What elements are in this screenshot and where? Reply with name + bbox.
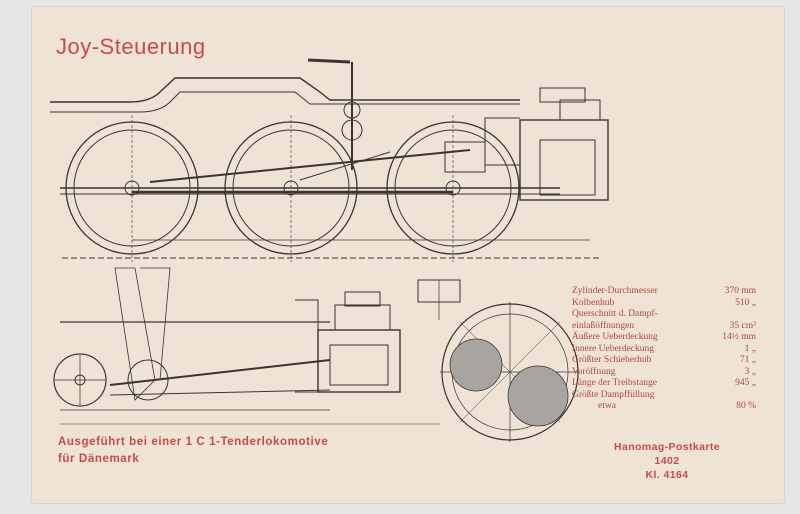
postcard-class: Kl. 4164 bbox=[645, 469, 689, 481]
caption-line-2: für Dänemark bbox=[58, 453, 140, 465]
publisher-name: Hanomag-Postkarte bbox=[614, 441, 720, 453]
caption: Ausgeführt bei einer 1 C 1-Tenderlokomot… bbox=[58, 434, 328, 468]
publisher-block: Hanomag-Postkarte 1402 Kl. 4164 bbox=[592, 440, 742, 482]
caption-line-1: Ausgeführt bei einer 1 C 1-Tenderlokomot… bbox=[58, 436, 329, 448]
spec-row: Querschnitt d. Dampf- bbox=[572, 309, 658, 319]
diagram-title: Joy-Steuerung bbox=[56, 34, 206, 59]
postcard bbox=[32, 7, 784, 503]
postcard-number: 1402 bbox=[654, 455, 680, 467]
spec-row: Größte Dampffüllung bbox=[572, 389, 655, 400]
